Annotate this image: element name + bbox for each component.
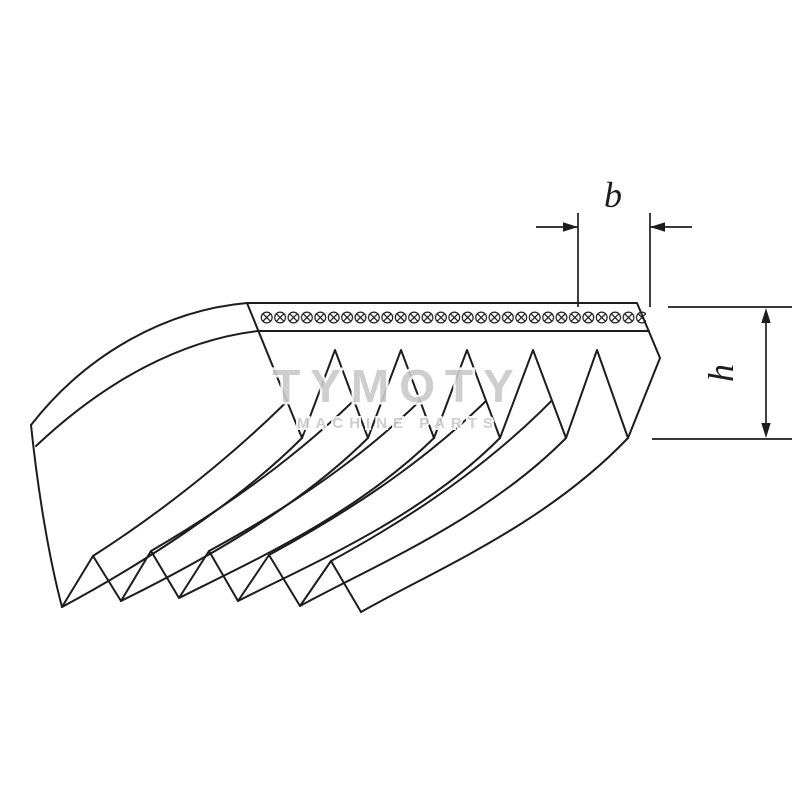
rib-ridge-curve <box>178 437 435 599</box>
belt-band-sweep-curve <box>35 330 259 447</box>
dimension-h-label: h <box>701 364 741 382</box>
cord-band <box>260 306 646 329</box>
rib-ridge-curve <box>61 437 303 608</box>
dimension-b: b <box>536 175 692 307</box>
belt-back-outer-curve <box>30 302 248 426</box>
rib-ridge-curve <box>120 437 369 602</box>
arrowhead-down-icon <box>761 423 771 438</box>
rib-ridge-curve <box>299 437 567 607</box>
dimension-h: h <box>652 306 792 440</box>
belt-cross-section <box>246 302 661 439</box>
arrowhead-left-icon <box>650 222 665 232</box>
rib-ridge-curve <box>360 437 629 613</box>
watermark-title: TYMOTY <box>272 360 524 412</box>
arrowhead-up-icon <box>761 308 771 323</box>
belt-left-edge <box>30 424 63 608</box>
cross-section-outline <box>246 302 661 439</box>
watermark-subtitle: MACHINE PARTS <box>297 415 499 432</box>
arrowhead-right-icon <box>563 222 578 232</box>
rib-end-zigzag <box>61 550 362 613</box>
watermark: TYMOTY MACHINE PARTS <box>270 358 524 435</box>
rib-ridge-curve <box>237 437 501 602</box>
dimension-b-label: b <box>604 175 622 215</box>
